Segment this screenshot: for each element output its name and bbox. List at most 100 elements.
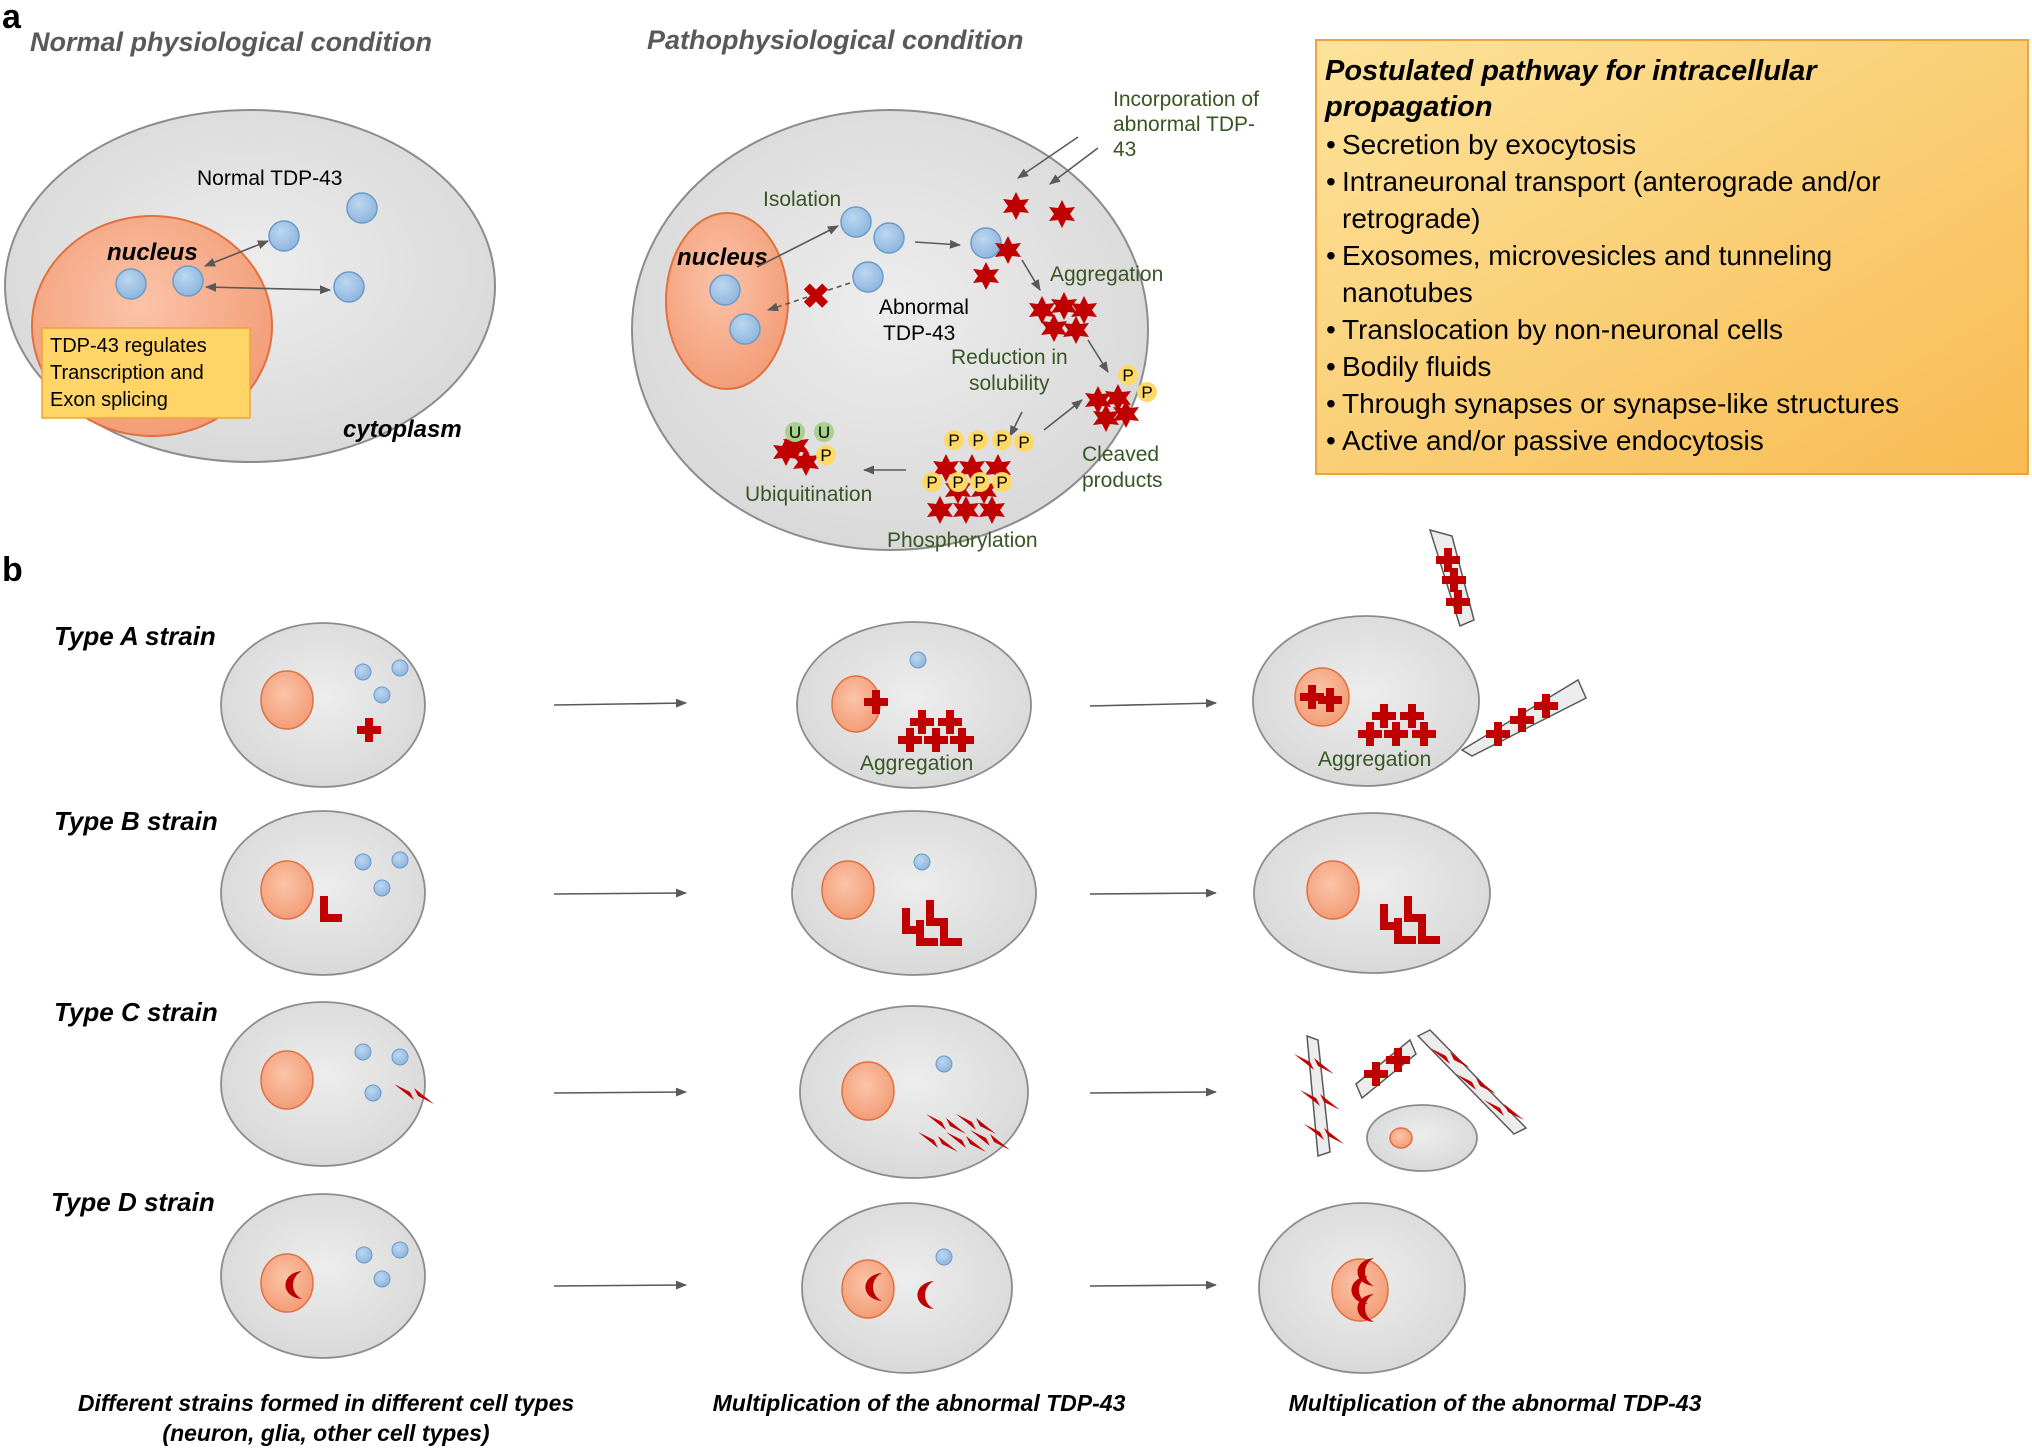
shuttle-arrow bbox=[204, 282, 332, 295]
tdp43-protein bbox=[913, 853, 931, 871]
type-d-cell-1 bbox=[220, 1193, 426, 1359]
type-b-cell-1 bbox=[220, 810, 426, 976]
regulation-line-3: Exon splicing bbox=[50, 389, 168, 411]
fibril-fragment bbox=[1306, 1034, 1331, 1158]
normal-tdp43-protein bbox=[172, 265, 204, 297]
type-a-cell-2 bbox=[796, 621, 1032, 789]
svg-text:P: P bbox=[926, 473, 937, 492]
tdp43-protein bbox=[935, 1055, 953, 1073]
regulation-line-1: TDP-43 regulates bbox=[50, 335, 207, 357]
tdp43-protein bbox=[355, 1246, 373, 1264]
regulation-line-2: Transcription and bbox=[50, 362, 204, 384]
svg-text:•: • bbox=[1326, 425, 1336, 456]
caption-col-2: Multiplication of the abnormal TDP-43 bbox=[713, 1390, 1126, 1416]
incorporation-label-2: abnormal TDP- bbox=[1113, 113, 1255, 136]
nucleus bbox=[1389, 1127, 1413, 1149]
type-d-cell-2 bbox=[801, 1202, 1013, 1374]
regulation-box bbox=[41, 327, 251, 419]
svg-text:P: P bbox=[996, 431, 1007, 450]
fibril-aggregates bbox=[1436, 548, 1470, 614]
type-a-cell-1 bbox=[220, 622, 426, 788]
reduction-label-1: Reduction in bbox=[951, 346, 1068, 369]
nucleus bbox=[821, 860, 875, 920]
caption-col-3: Multiplication of the abnormal TDP-43 bbox=[1289, 1390, 1702, 1416]
caption-col-1-line-1: Different strains formed in different ce… bbox=[78, 1390, 574, 1416]
pathway-item: Through synapses or synapse-like structu… bbox=[1342, 388, 1899, 419]
nucleus bbox=[1306, 860, 1360, 920]
nucleus bbox=[260, 1050, 314, 1110]
pathway-item: Active and/or passive endocytosis bbox=[1342, 425, 1764, 456]
aggregation-label: Aggregation bbox=[1050, 263, 1163, 286]
svg-text:P: P bbox=[996, 473, 1007, 492]
aggregation-label: Aggregation bbox=[860, 752, 973, 775]
isolation-arrow bbox=[914, 239, 962, 249]
progression-arrow bbox=[1089, 698, 1218, 708]
svg-text:P: P bbox=[952, 473, 963, 492]
reduction-label-2: solubility bbox=[969, 372, 1050, 395]
normal-tdp43-label: Normal TDP-43 bbox=[197, 167, 342, 190]
tdp43-protein bbox=[391, 1048, 409, 1066]
fibril-aggregates bbox=[1486, 694, 1558, 746]
patho-condition-title: Pathophysiological condition bbox=[647, 25, 1024, 55]
svg-text:P: P bbox=[820, 446, 831, 465]
incorporation-arrow bbox=[1049, 147, 1099, 185]
solubility-arrow bbox=[1087, 339, 1109, 373]
svg-text:P: P bbox=[1122, 366, 1133, 385]
tdp43-protein bbox=[364, 1084, 382, 1102]
abnormal-tdp43-label-1: Abnormal bbox=[879, 296, 969, 319]
type-c-label: Type C strain bbox=[54, 997, 218, 1027]
incorporation-label-1: Incorporation of bbox=[1113, 88, 1259, 111]
svg-text:•: • bbox=[1326, 314, 1336, 345]
svg-text:•: • bbox=[1326, 388, 1336, 419]
type-c-cell-3 bbox=[1366, 1104, 1478, 1172]
tdp43-protein bbox=[354, 663, 372, 681]
caption-col-1-line-2: (neuron, glia, other cell types) bbox=[162, 1420, 489, 1446]
progression-arrow bbox=[1089, 1087, 1218, 1097]
tdp43-protein bbox=[373, 1270, 391, 1288]
type-c-cell-2 bbox=[799, 1005, 1029, 1179]
svg-text:P: P bbox=[948, 431, 959, 450]
aggregation-arrow bbox=[1021, 259, 1041, 291]
pathway-item: nanotubes bbox=[1342, 277, 1473, 308]
normal-tdp43-protein bbox=[268, 220, 300, 252]
pathway-item: Exosomes, microvesicles and tunneling bbox=[1342, 240, 1832, 271]
panel-b-letter: b bbox=[2, 551, 23, 589]
normal-tdp43-protein bbox=[346, 192, 378, 224]
pathway-list: • Secretion by exocytosis • Intraneurona… bbox=[1326, 129, 1899, 456]
svg-text:P: P bbox=[1018, 433, 1029, 452]
svg-text:•: • bbox=[1326, 351, 1336, 382]
pathway-item: Bodily fluids bbox=[1342, 351, 1491, 382]
nucleus bbox=[841, 1061, 895, 1121]
pathway-title-1: Postulated pathway for intracellular bbox=[1325, 55, 1818, 87]
progression-arrow bbox=[1089, 1280, 1218, 1290]
ubiquitination-label: Ubiquitination bbox=[745, 483, 872, 506]
phosphorylation-label: Phosphorylation bbox=[887, 529, 1038, 552]
panel-a-letter: a bbox=[2, 0, 22, 36]
tdp43-protein bbox=[354, 853, 372, 871]
type-c-cell-1 bbox=[220, 1001, 426, 1167]
cleavage-arrow bbox=[1043, 399, 1083, 431]
type-b-cell-3 bbox=[1253, 812, 1491, 974]
type-d-label: Type D strain bbox=[51, 1187, 215, 1217]
isolation-arrow bbox=[756, 225, 839, 268]
pathway-item: Secretion by exocytosis bbox=[1342, 129, 1636, 160]
fibril-fragment bbox=[1355, 1038, 1417, 1100]
pathway-box bbox=[1315, 39, 2029, 475]
patho-tdp43-protein bbox=[970, 227, 1002, 259]
pathway-item: Translocation by non-neuronal cells bbox=[1342, 314, 1783, 345]
isolation-label: Isolation bbox=[763, 188, 841, 211]
patho-tdp43-protein bbox=[709, 274, 741, 306]
patho-tdp43-protein bbox=[852, 261, 884, 293]
blocked-x-mark: ✖ bbox=[802, 278, 831, 316]
normal-tdp43-protein bbox=[333, 271, 365, 303]
normal-condition-title: Normal physiological condition bbox=[30, 27, 432, 57]
progression-arrow bbox=[553, 1087, 688, 1097]
patho-tdp43-protein bbox=[873, 222, 905, 254]
svg-text:•: • bbox=[1326, 166, 1336, 197]
svg-text:U: U bbox=[818, 423, 830, 442]
type-b-cell-2 bbox=[791, 810, 1037, 976]
tdp43-protein bbox=[391, 851, 409, 869]
pathway-title-2: propagation bbox=[1324, 91, 1493, 123]
svg-text:P: P bbox=[1141, 383, 1152, 402]
